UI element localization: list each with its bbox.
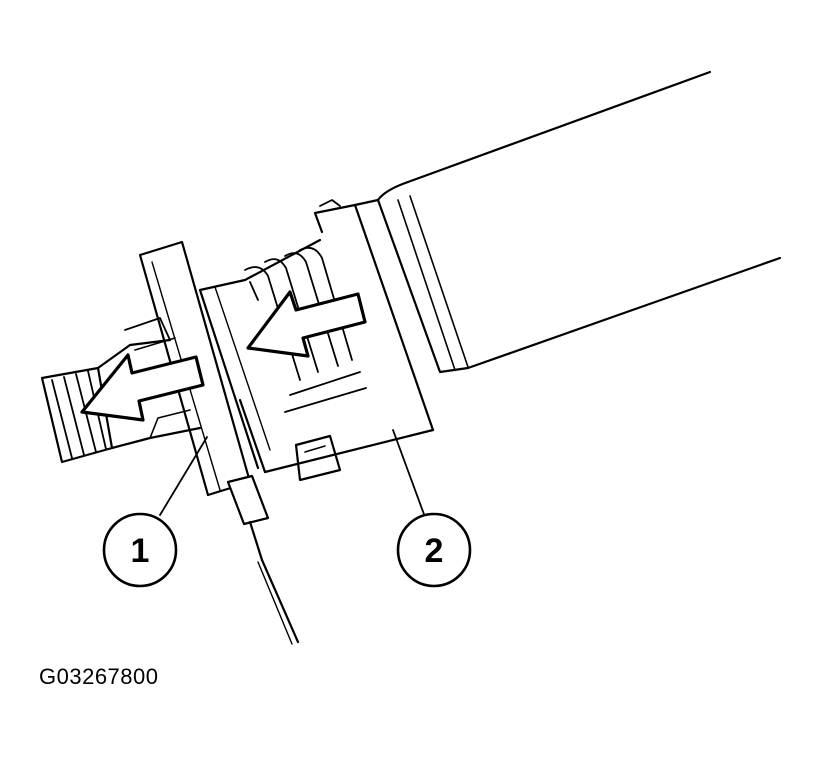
leader-line-2 [392, 429, 426, 518]
callout-1: 1 [102, 512, 178, 588]
figure-id: G03267800 [39, 664, 159, 689]
callout-2: 2 [396, 512, 472, 588]
clip-plate [138, 240, 300, 645]
callout-1-label: 1 [131, 532, 150, 570]
callout-2-label: 2 [425, 532, 444, 570]
threaded-section [244, 246, 367, 413]
leader-line-1 [159, 436, 208, 516]
housing [198, 198, 435, 482]
removal-direction-arrow-outer [80, 353, 205, 422]
removal-direction-arrow-inner [246, 290, 367, 358]
connector-end [40, 317, 202, 464]
shaft [376, 70, 782, 374]
